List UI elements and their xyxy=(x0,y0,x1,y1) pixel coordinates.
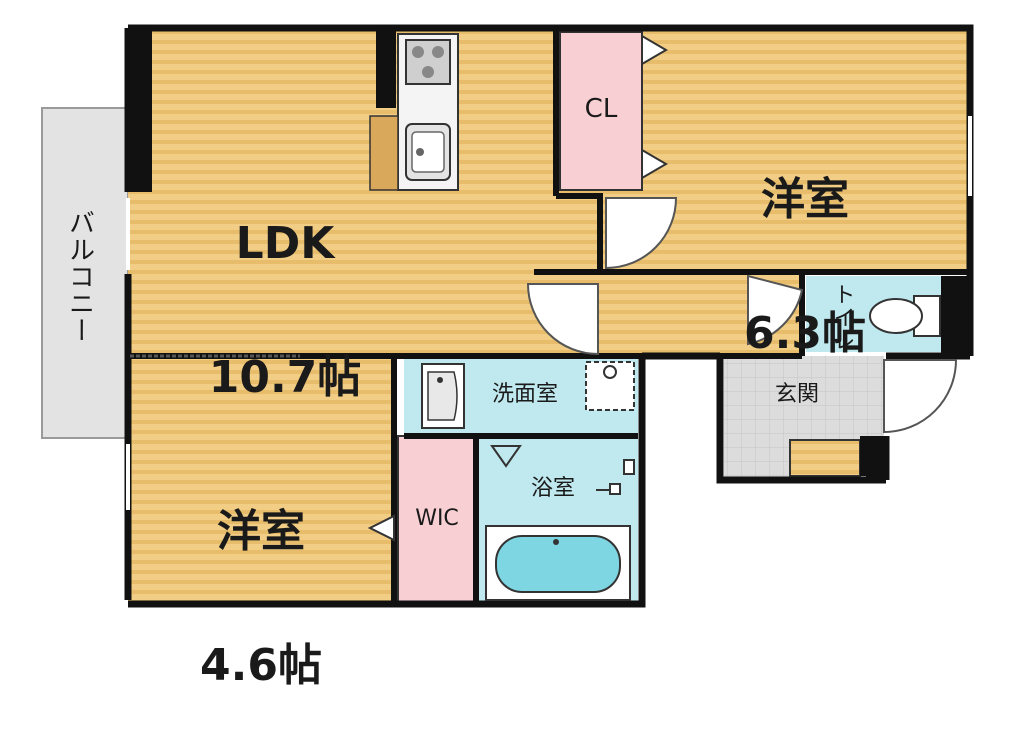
entrance-step xyxy=(789,439,861,477)
walls xyxy=(124,24,974,608)
ldk-floor xyxy=(128,28,560,356)
kitchen-counter xyxy=(397,33,459,191)
wic-label: WIC xyxy=(415,506,459,531)
washroom-label: 洗面室 xyxy=(491,382,558,407)
closet-label: CL xyxy=(584,94,618,124)
western-room-2-floor xyxy=(128,356,394,604)
ldk-label: LDK 10.7帖 xyxy=(200,132,370,446)
swing-doors xyxy=(526,197,958,434)
wall-posts xyxy=(128,28,970,480)
western-room-2-name: 洋室 xyxy=(217,505,305,557)
ldk-size: 10.7帖 xyxy=(208,352,362,404)
shoe-cabinet xyxy=(860,436,866,476)
floor-plan xyxy=(41,24,974,608)
washbasin xyxy=(421,363,465,429)
balcony-label: バルコニー xyxy=(64,208,95,344)
ldk-name: LDK xyxy=(235,217,335,269)
closet-floor xyxy=(559,31,643,191)
entrance-label: 玄関 xyxy=(774,382,819,407)
bathtub xyxy=(485,525,631,601)
bathroom-label: 浴室 xyxy=(530,476,575,501)
closet-doors xyxy=(367,34,668,542)
toilet-label: トイレ xyxy=(829,282,855,352)
western-room-2-label: 洋室 4.6帖 xyxy=(176,420,346,734)
western-room-1-name: 洋室 xyxy=(761,173,849,225)
western-room-1-label: 洋室 6.3帖 xyxy=(720,88,890,402)
toilet-fixture xyxy=(869,295,941,337)
washing-machine-space xyxy=(585,361,635,411)
balcony-area xyxy=(41,107,129,439)
western-room-1-size: 6.3帖 xyxy=(744,308,866,360)
kitchen-floor-mat xyxy=(369,115,399,191)
shower-faucet xyxy=(596,459,635,495)
western-room-2-size: 4.6帖 xyxy=(200,640,322,692)
